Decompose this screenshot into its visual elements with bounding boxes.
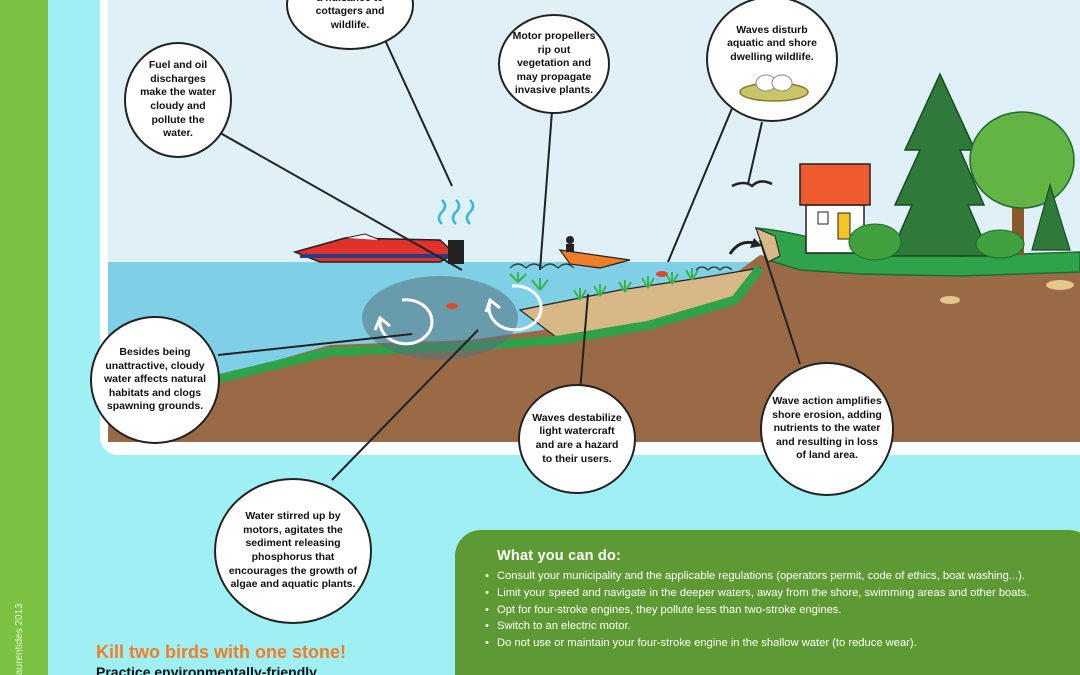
tree-icon — [848, 72, 1075, 261]
list-item: Opt for four-stroke engines, they pollut… — [485, 602, 1045, 619]
action-list: Consult your municipality and the applic… — [485, 568, 1045, 652]
callout-destabilize: Waves destabilize light watercraft and a… — [518, 384, 636, 494]
bird-icon — [731, 180, 773, 188]
cloudy-water — [362, 276, 518, 360]
nest-icon — [738, 72, 810, 102]
list-item: Limit your speed and navigate in the dee… — [485, 585, 1045, 602]
aquatic-plants — [509, 268, 699, 301]
fumes-icon — [437, 199, 475, 225]
sidebar-credit: aurentides 2013 — [14, 603, 25, 675]
callout-sediment: Water stirred up by motors, agitates the… — [214, 478, 372, 624]
callout-erosion: Wave action amplifies shore erosion, add… — [760, 362, 894, 496]
panel-title: What you can do: — [497, 548, 622, 564]
tip-headline: Kill two birds with one stone! — [96, 642, 346, 662]
what-you-can-do-panel: What you can do: Consult your municipali… — [455, 530, 1080, 675]
list-item: Switch to an electric motor. — [485, 618, 1045, 635]
callout-fuel-oil: Fuel and oil discharges make the water c… — [124, 42, 232, 158]
list-item: Consult your municipality and the applic… — [485, 568, 1045, 585]
list-item: Do not use or maintain your four-stroke … — [485, 635, 1045, 652]
left-sidebar — [0, 0, 48, 675]
canoe-icon — [558, 236, 631, 269]
callout-propellers: Motor propellers rip out vegetation and … — [498, 14, 610, 114]
swirl-icon — [373, 284, 543, 346]
callout-pointers — [214, 39, 801, 481]
callout-waves-disturb: Waves disturb aquatic and shore dwelling… — [706, 0, 838, 122]
fish-icon — [446, 271, 668, 309]
tip-subline: Practice environmentally-friendly — [96, 664, 317, 675]
callout-cloudy-water: Besides being unattractive, cloudy water… — [90, 316, 220, 444]
